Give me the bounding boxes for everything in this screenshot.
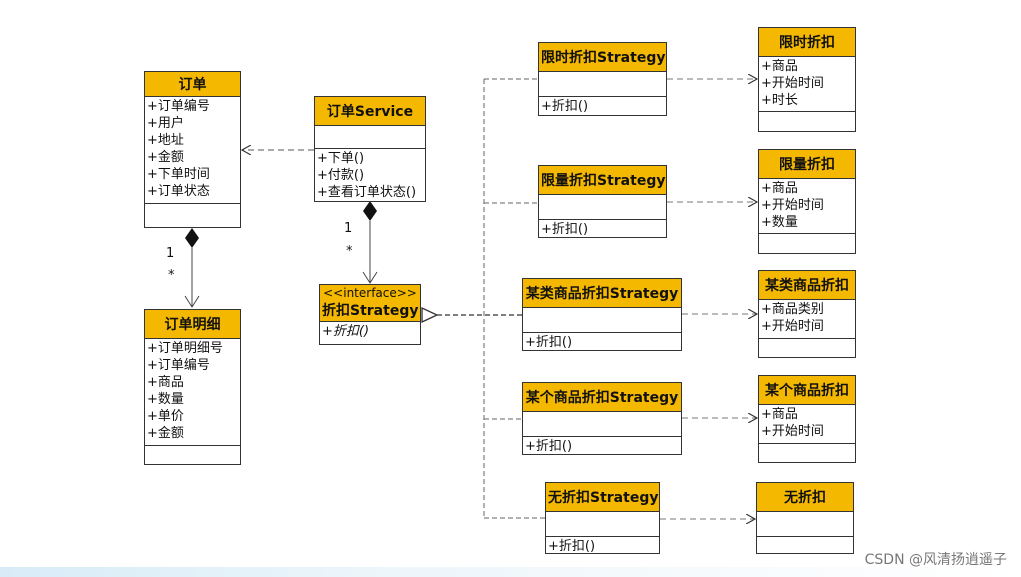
attribute: +商品	[147, 375, 184, 390]
attribute: +订单编号	[147, 99, 210, 114]
multiplicity-order-one: 1	[166, 246, 175, 261]
attributes-section	[523, 308, 681, 333]
class-title: 某类商品折扣	[759, 271, 855, 300]
methods-section: +下单() +付款() +查看订单状态()	[315, 149, 425, 202]
attribute: +金额	[147, 150, 184, 165]
attribute: +开始时间	[761, 76, 824, 91]
class-order-detail: 订单明细 +订单明细号 +订单编号 +商品 +数量 +单价 +金额	[144, 309, 241, 465]
methods-section	[759, 112, 855, 132]
class-order-service: 订单Service +下单() +付款() +查看订单状态()	[314, 96, 426, 202]
attribute: +单价	[147, 409, 184, 424]
class-no-discount: 无折扣	[756, 482, 854, 554]
attributes-section: +商品 +开始时间 +数量	[759, 179, 855, 234]
methods-section	[145, 204, 240, 226]
methods-section: +折扣()	[523, 437, 681, 456]
attributes-section	[315, 126, 425, 149]
methods-section	[757, 537, 853, 557]
strategy-to-discount-lines	[660, 79, 757, 519]
multiplicity-order-many: *	[168, 268, 175, 283]
multiplicity-service-one: 1	[344, 221, 353, 236]
class-title: 订单	[145, 72, 240, 97]
attribute: +下单时间	[147, 167, 210, 182]
class-title: 限时折扣	[759, 28, 855, 57]
methods-section	[145, 446, 240, 468]
method: +折扣()	[541, 99, 589, 114]
class-title: 限量折扣	[759, 150, 855, 179]
class-title: 某个商品折扣	[759, 376, 855, 405]
attribute: +开始时间	[761, 198, 824, 213]
multiplicity-service-many: *	[346, 244, 353, 259]
attribute: +时长	[761, 93, 798, 108]
methods-section	[759, 339, 855, 359]
attribute: +订单状态	[147, 184, 210, 199]
class-title: 无折扣Strategy	[546, 483, 659, 512]
attributes-section: +商品 +开始时间	[759, 405, 855, 444]
interface-discount-strategy: <<interface>> 折扣Strategy +折扣()	[319, 284, 421, 345]
attributes-section	[546, 512, 659, 537]
class-no-discount-strategy: 无折扣Strategy +折扣()	[545, 482, 660, 554]
attribute: +订单明细号	[147, 341, 223, 356]
method: +下单()	[317, 151, 365, 166]
watermark: CSDN @风清扬逍遥子	[864, 552, 1007, 568]
attributes-section: +订单编号 +用户 +地址 +金额 +下单时间 +订单状态	[145, 97, 240, 204]
methods-section: +折扣()	[320, 322, 420, 341]
method: +折扣()	[525, 335, 573, 350]
attribute: +商品	[761, 59, 798, 74]
stereotype-label: <<interface>>	[323, 286, 417, 300]
attributes-section	[539, 72, 666, 97]
class-title: 无折扣	[757, 483, 853, 512]
attribute: +开始时间	[761, 424, 824, 439]
method: +折扣()	[322, 324, 370, 339]
methods-section	[759, 234, 855, 254]
class-limited-qty-strategy: 限量折扣Strategy +折扣()	[538, 165, 667, 238]
attribute: +商品类别	[761, 302, 824, 317]
method: +查看订单状态()	[317, 185, 417, 200]
methods-section: +折扣()	[539, 220, 666, 239]
class-single-item-discount: 某个商品折扣 +商品 +开始时间	[758, 375, 856, 463]
class-limited-time: 限时折扣 +商品 +开始时间 +时长	[758, 27, 856, 132]
attribute: +商品	[761, 181, 798, 196]
attribute: +金额	[147, 426, 184, 441]
class-title: 某个商品折扣Strategy	[523, 383, 681, 412]
methods-section	[759, 444, 855, 464]
attributes-section	[757, 512, 853, 537]
composition-order-to-detail	[184, 228, 200, 308]
attributes-section	[523, 412, 681, 437]
class-title: 折扣Strategy	[322, 303, 419, 319]
interface-header: <<interface>> 折扣Strategy	[320, 285, 420, 322]
attribute: +商品	[761, 407, 798, 422]
class-order: 订单 +订单编号 +用户 +地址 +金额 +下单时间 +订单状态	[144, 71, 241, 228]
attribute: +用户	[147, 116, 184, 131]
method: +折扣()	[525, 439, 573, 454]
class-category-strategy: 某类商品折扣Strategy +折扣()	[522, 278, 682, 351]
attribute: +数量	[761, 215, 798, 230]
class-title: 某类商品折扣Strategy	[523, 279, 681, 308]
bottom-decoration	[0, 567, 1021, 577]
attributes-section: +订单明细号 +订单编号 +商品 +数量 +单价 +金额	[145, 339, 240, 446]
methods-section: +折扣()	[539, 97, 666, 116]
attributes-section: +商品 +开始时间 +时长	[759, 57, 855, 112]
method: +付款()	[317, 168, 365, 183]
attributes-section	[539, 195, 666, 220]
class-single-item-strategy: 某个商品折扣Strategy +折扣()	[522, 382, 682, 455]
attribute: +订单编号	[147, 358, 210, 373]
class-title: 订单明细	[145, 310, 240, 339]
methods-section: +折扣()	[523, 333, 681, 352]
class-title: 限量折扣Strategy	[539, 166, 666, 195]
methods-section: +折扣()	[546, 537, 659, 556]
attributes-section: +商品类别 +开始时间	[759, 300, 855, 339]
method: +折扣()	[548, 539, 596, 554]
attribute: +地址	[147, 133, 184, 148]
method: +折扣()	[541, 222, 589, 237]
class-limited-time-strategy: 限时折扣Strategy +折扣()	[538, 42, 667, 116]
class-category-discount: 某类商品折扣 +商品类别 +开始时间	[758, 270, 856, 358]
class-title: 订单Service	[315, 97, 425, 126]
attribute: +数量	[147, 392, 184, 407]
attribute: +开始时间	[761, 319, 824, 334]
class-limited-qty: 限量折扣 +商品 +开始时间 +数量	[758, 149, 856, 254]
realization-lines	[483, 78, 545, 519]
composition-service-to-strategy	[362, 201, 378, 284]
class-title: 限时折扣Strategy	[539, 43, 666, 72]
